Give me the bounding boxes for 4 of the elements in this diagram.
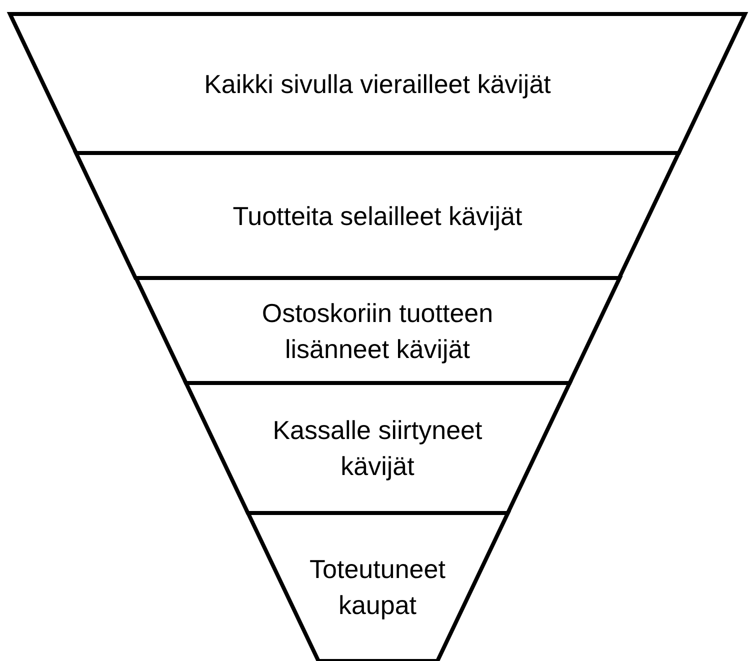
stage-label: Ostoskoriin tuotteen lisänneet kävijät <box>260 296 494 366</box>
stage-label: Kaikki sivulla vierailleet kävijät <box>204 68 551 100</box>
stage-label: Kassalle siirtyneet kävijät <box>272 414 484 483</box>
stage-label: Tuotteita selailleet kävijät <box>232 200 522 232</box>
